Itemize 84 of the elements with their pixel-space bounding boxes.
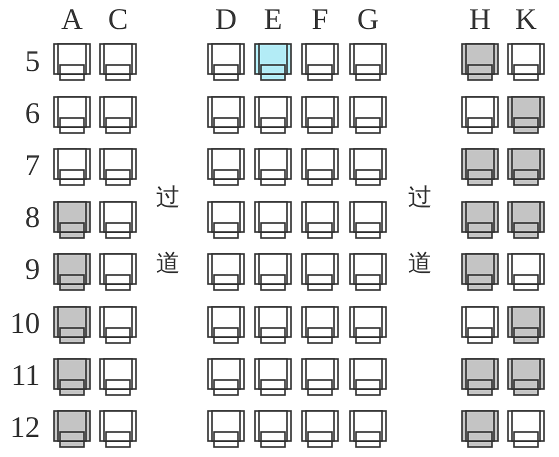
seat-icon [207,410,245,448]
seat-icon [254,201,292,239]
aisle-label: 道 [156,251,180,275]
seat-icon [461,358,499,396]
seat-icon [301,148,339,186]
seat-icon [207,253,245,291]
seat-icon [99,148,137,186]
seat-icon [254,43,292,81]
seat-icon [349,148,387,186]
seat-icon [349,253,387,291]
seat-icon [99,358,137,396]
seat-icon [301,96,339,134]
row-number: 12 [10,413,40,443]
seat-icon [207,96,245,134]
seat-icon [461,410,499,448]
seat-icon [53,306,91,344]
seat-icon [207,306,245,344]
seat-icon [461,253,499,291]
seat-icon [99,410,137,448]
seat-icon [349,410,387,448]
seat-icon [507,358,545,396]
seat-icon [461,306,499,344]
seat-icon [301,306,339,344]
aisle-label: 道 [408,251,432,275]
seat-icon [349,306,387,344]
seat-icon [53,253,91,291]
seat-icon [53,410,91,448]
row-number: 10 [10,309,40,339]
seat-icon [53,43,91,81]
seat-icon [301,201,339,239]
seat-icon [207,201,245,239]
column-letter: A [61,5,83,35]
seat-icon [99,96,137,134]
row-number: 6 [25,99,40,129]
seat-icon [461,43,499,81]
seat-icon [461,148,499,186]
row-number: 11 [11,361,40,391]
seat-icon [53,96,91,134]
aisle-label: 过 [408,185,432,209]
column-letter: K [515,5,537,35]
column-letter: E [264,5,282,35]
seat-icon [99,253,137,291]
column-letter: G [357,5,379,35]
seat-icon [53,148,91,186]
seat-icon [207,358,245,396]
seat-icon [99,306,137,344]
column-letter: H [469,5,491,35]
seat-icon [507,306,545,344]
seat-icon [461,201,499,239]
seat-icon [254,96,292,134]
seat-icon [301,253,339,291]
seat-icon [99,43,137,81]
column-letter: C [108,5,128,35]
seat-icon [53,201,91,239]
seat-icon [254,410,292,448]
seat-icon [254,148,292,186]
seat-icon [53,358,91,396]
seat-icon [349,358,387,396]
seat-icon [99,201,137,239]
seat-icon [254,358,292,396]
seat-icon [301,43,339,81]
row-number: 7 [25,151,40,181]
seat-icon [507,201,545,239]
seat-icon [507,43,545,81]
row-number: 5 [25,47,40,77]
seat-icon [507,253,545,291]
seat-icon [207,43,245,81]
column-letter: F [312,5,328,35]
seat-icon [507,96,545,134]
seat-icon [207,148,245,186]
seat-icon [301,410,339,448]
aisle-label: 过 [156,185,180,209]
seat-icon [507,410,545,448]
seat-icon [301,358,339,396]
seat-icon [349,43,387,81]
row-number: 8 [25,203,40,233]
column-letter: D [215,5,237,35]
seat-icon [461,96,499,134]
seat-icon [254,306,292,344]
row-number: 9 [25,255,40,285]
seat-icon [349,96,387,134]
seat-icon [349,201,387,239]
seat-icon [254,253,292,291]
seat-icon [507,148,545,186]
